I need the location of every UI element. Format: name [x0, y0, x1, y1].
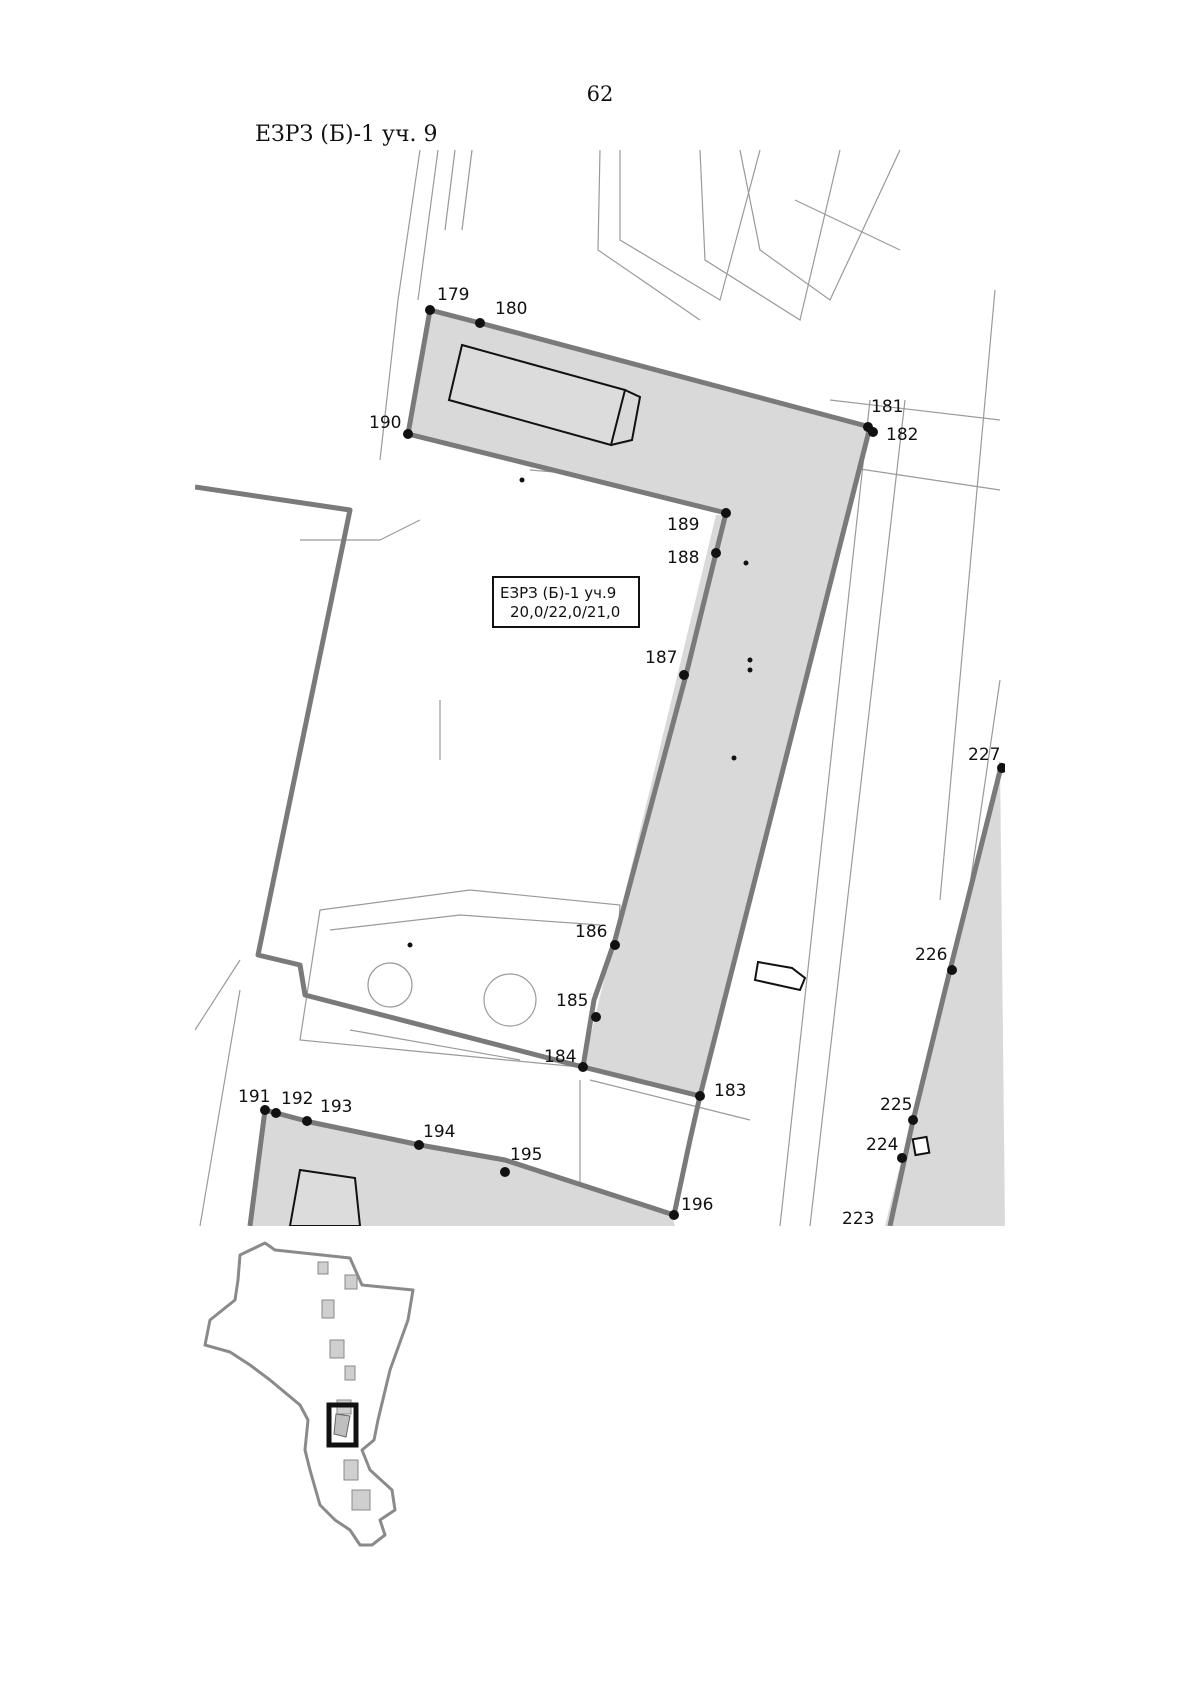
zone-label-line1: ЕЗРЗ (Б)-1 уч.9 — [500, 584, 616, 602]
marker-194 — [414, 1140, 424, 1150]
marker-193 — [302, 1116, 312, 1126]
courtyard-boundary — [195, 484, 584, 1070]
point-label: 186 — [575, 922, 607, 942]
marker-192 — [271, 1108, 281, 1118]
overview-shaded-blocks — [317, 1261, 371, 1511]
marker-187 — [679, 670, 689, 680]
inner-dot — [519, 477, 525, 483]
point-label: 184 — [544, 1047, 576, 1067]
point-label: 196 — [681, 1195, 713, 1215]
zone-label-box — [492, 576, 640, 628]
marker-226 — [947, 965, 957, 975]
point-label: 180 — [495, 299, 527, 319]
point-label: 191 — [238, 1087, 270, 1107]
east-small-structure — [911, 1135, 931, 1157]
marker-227 — [997, 763, 1005, 773]
overview-outline — [203, 1241, 415, 1547]
inner-dot — [747, 657, 753, 663]
marker-183 — [695, 1091, 705, 1101]
zone-boundary — [405, 307, 873, 1099]
overview-location-shape — [333, 1413, 351, 1438]
marker-180 — [475, 318, 485, 328]
marker-191 — [260, 1105, 270, 1115]
inner-dot — [743, 560, 749, 566]
page-number: 62 — [586, 82, 614, 106]
point-label: 187 — [645, 648, 677, 668]
east-zone-boundary — [887, 762, 1005, 1226]
point-label: 195 — [510, 1145, 542, 1165]
map-frame: 179 180 181 182 183 184 185 186 187 188 … — [195, 149, 1005, 1229]
zone-label-line2: 20,0/22,0/21,0 — [510, 603, 620, 621]
building-north-annex — [610, 389, 642, 446]
point-label: 194 — [423, 1122, 455, 1142]
small-structure — [753, 960, 807, 992]
overview-location-marker — [326, 1402, 359, 1448]
point-label: 181 — [871, 397, 903, 417]
marker-195 — [500, 1167, 510, 1177]
point-label: 189 — [667, 515, 699, 535]
marker-196 — [669, 1210, 679, 1220]
marker-189 — [721, 508, 731, 518]
south-building — [288, 1168, 362, 1226]
point-label: 179 — [437, 285, 469, 305]
inner-dot — [747, 667, 753, 673]
marker-186 — [610, 940, 620, 950]
point-label: 227 — [968, 745, 1000, 765]
marker-182 — [868, 427, 878, 437]
point-label: 185 — [556, 991, 588, 1011]
marker-188 — [711, 548, 721, 558]
marker-225 — [908, 1115, 918, 1125]
point-label: 190 — [369, 413, 401, 433]
point-label: 188 — [667, 548, 699, 568]
overview-inset — [203, 1241, 415, 1547]
zone-shaded-area — [408, 310, 870, 1096]
point-label: 226 — [915, 945, 947, 965]
point-label: 192 — [281, 1089, 313, 1109]
marker-185 — [591, 1012, 601, 1022]
point-label: 182 — [886, 425, 918, 445]
street-outlines — [195, 149, 1001, 1226]
point-markers — [260, 305, 1005, 1220]
marker-224 — [897, 1153, 907, 1163]
point-label: 224 — [866, 1135, 898, 1155]
marker-184 — [578, 1062, 588, 1072]
point-label: 225 — [880, 1095, 912, 1115]
marker-179 — [425, 305, 435, 315]
point-label: 223 — [842, 1209, 874, 1229]
inner-dot — [407, 942, 413, 948]
zone-heading: ЕЗРЗ (Б)-1 уч. 9 — [255, 122, 438, 147]
point-labels: 179 180 181 182 183 184 185 186 187 188 … — [238, 285, 1000, 1229]
point-label: 183 — [714, 1081, 746, 1101]
marker-190 — [403, 429, 413, 439]
inner-dot — [731, 755, 737, 761]
point-label: 193 — [320, 1097, 352, 1117]
